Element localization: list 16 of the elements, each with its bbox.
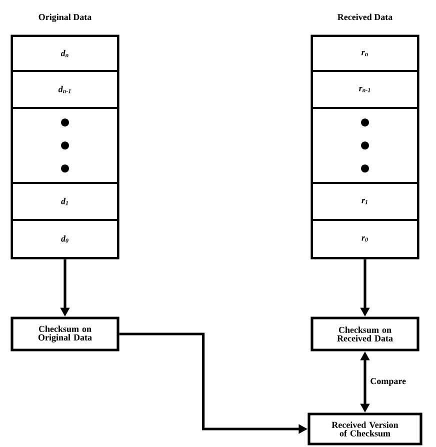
data-cell: r$_{n}$ bbox=[311, 35, 419, 72]
ellipsis-cell bbox=[311, 107, 419, 184]
data-cell: d$_{1}$ bbox=[11, 182, 119, 221]
data-cell: r$_{1}$ bbox=[311, 182, 419, 221]
node-label: Received Data bbox=[338, 14, 392, 20]
data-cell: r$_{n-1}$ bbox=[311, 70, 419, 109]
data-cell: d$_{0}$ bbox=[11, 219, 119, 259]
edge-label: Compare bbox=[369, 377, 408, 387]
checksum-box: Received Version of Checksum bbox=[308, 412, 422, 446]
node-label: Original Data bbox=[38, 14, 92, 22]
data-cell: d$_{n}$ bbox=[11, 35, 119, 72]
data-cell: r$_{0}$ bbox=[311, 219, 419, 259]
checksum-box: Checksum on Original Data bbox=[10, 316, 120, 352]
ellipsis-cell bbox=[11, 107, 119, 184]
data-cell: d$_{n-1}$ bbox=[11, 70, 119, 109]
checksum-box: Checksum on Received Data bbox=[310, 316, 420, 352]
